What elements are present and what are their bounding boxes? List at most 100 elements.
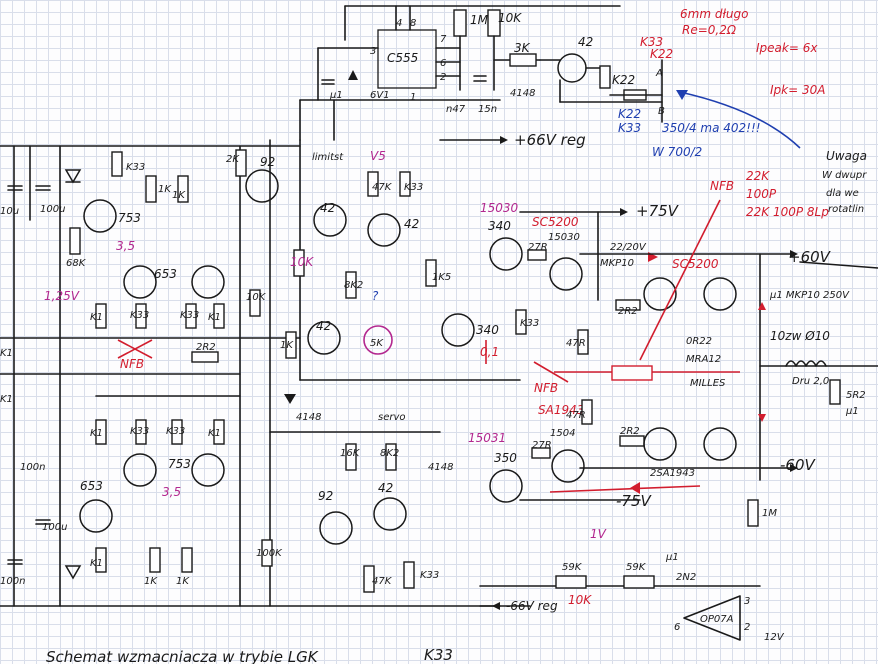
limiter-label: limitst: [312, 152, 344, 163]
transistor-340-b-label: 340: [476, 323, 499, 337]
resistor-k33-b-label: K33: [404, 182, 423, 193]
note-ipeak: Ipeak= 6x: [756, 41, 818, 55]
resistor-k22-label: K22: [612, 73, 635, 87]
transistor-15031-label: 15031: [468, 431, 506, 445]
zener-6v1-label: 6V1: [370, 90, 390, 101]
note-arrow: [679, 91, 801, 149]
opamp-op07a-label: OP07A: [700, 614, 734, 625]
diode-red-icon: [758, 414, 766, 422]
transistor-15030-b-label: 15030: [548, 232, 580, 243]
note-uwaga-line2: W dwupr: [822, 170, 867, 181]
resistor-k33-h-label: K33: [180, 310, 199, 321]
resistor-k33-h: [185, 303, 197, 329]
arrow-icon: [492, 602, 500, 610]
resistor-100k: [261, 539, 273, 567]
pin-label: 1: [410, 92, 416, 103]
note-blue-current: 350/4 ma 402!!!: [662, 121, 761, 135]
resistor-k1-b: [213, 303, 225, 329]
pin-label: 3: [370, 46, 376, 57]
resistor-59k-b: [623, 575, 655, 589]
inductor-coil-label: 10zw Ø10: [770, 329, 830, 343]
transistor-753-bot-label: 753: [168, 457, 191, 471]
diode-4148-b-label: 4148: [296, 412, 321, 423]
resistor-k33-f-label: K33: [420, 570, 439, 581]
transistor-42-b-label: 42: [404, 217, 419, 231]
voltage-1-25v: 1,25V: [44, 289, 80, 303]
note-uwaga: Uwaga: [826, 149, 867, 163]
diode-4148-c-label: 4148: [428, 462, 453, 473]
resistor-1m-b: [747, 499, 759, 527]
cap-mu1-c-label: µ1: [845, 406, 859, 417]
pin-label: 2: [744, 622, 750, 633]
diode-4148-label: 4148: [510, 88, 535, 99]
transistor-pair-top: [191, 265, 225, 299]
pin-label: 3: [744, 596, 750, 607]
resistor-1k5: [425, 259, 437, 287]
cap-100u-label: 100u: [40, 204, 65, 215]
resistor-k1-c-label: K1: [90, 428, 103, 439]
transistor-653-top-label: 653: [154, 267, 177, 281]
resistor-47r-b: [581, 399, 593, 425]
trim-5k-label: 5K: [370, 338, 384, 349]
cap-100n-b-label: 100n: [20, 462, 45, 473]
resistor-10k-b-label: 10K: [290, 255, 314, 269]
resistor-k33-d: [515, 309, 527, 335]
transistor-42-a: [313, 203, 347, 237]
cap-mu1-label: µ1: [329, 90, 343, 101]
resistor-2k-label: 2K: [226, 154, 240, 165]
transistor-42-b: [367, 213, 401, 247]
resistor-10k-red-label: 10K: [568, 593, 592, 607]
resistor-1m-b-label: 1M: [762, 508, 777, 519]
transistor-sa1943-driver: [551, 449, 585, 483]
cap-n47-label: n47: [446, 104, 466, 115]
resistor-47r-a: [577, 329, 589, 355]
resistor-2k: [235, 149, 247, 177]
voltage-3-5-top: 3,5: [116, 239, 135, 253]
transistor-350-label: 350: [494, 451, 517, 465]
cap-22-20v-label: 22/20V: [610, 242, 647, 253]
arrow-icon: [500, 136, 508, 144]
resistor-k33-a-label: K33: [126, 162, 145, 173]
resistor-1k-b: [177, 175, 189, 203]
nfb-label-center: NFB: [534, 381, 558, 395]
resistor-27r-b: [531, 447, 551, 459]
transistor-753-label: 753: [118, 211, 141, 225]
transistor-sc5200-b-label: SC5200: [672, 257, 719, 271]
resistor-2r2-a-label: 2R2: [618, 306, 638, 317]
led-icon: [64, 565, 82, 580]
resistor-k22: [599, 65, 611, 89]
resistor-k1-a: [95, 303, 107, 329]
nfb-label-right: NFB: [710, 179, 734, 193]
pin-label: 6: [440, 58, 446, 69]
pin-label: 6: [674, 622, 680, 633]
transistor-42-top-label: 42: [578, 35, 593, 49]
resistor-k1-d-label: K1: [208, 428, 221, 439]
resistor-1k-c-label: 1K: [280, 340, 294, 351]
servo-stage: 1V 59K 10K 59K µ1 2N2 OP07A 6 3 2 12V -6…: [479, 527, 785, 643]
resistor-k33-a: [111, 151, 123, 177]
resistor-k33-g: [135, 303, 147, 329]
resistor-1k-c: [285, 331, 297, 359]
resistor-47k-b-label: 47K: [372, 576, 393, 587]
resistor-47k-b: [363, 565, 375, 593]
servo-trim-circle: [363, 325, 393, 355]
rail-minus66-label: -66V reg: [506, 599, 558, 613]
pin-label: 8: [410, 18, 416, 29]
resistor-47r-b-label: 47R: [566, 410, 586, 421]
voltage-3-5-bot: 3,5: [162, 485, 181, 499]
transistor-92-bot-label: 92: [318, 489, 333, 503]
caption-k33: K33: [424, 646, 453, 664]
caption-text: Schemat wzmacniacza w trybie LGK: [46, 648, 319, 664]
transistor-42-a-label: 42: [320, 201, 335, 215]
cap-mkp10-label: MKP10: [600, 258, 634, 269]
resistor-68k: [69, 227, 81, 255]
note-blue-k33: K33: [618, 121, 641, 135]
resistor-1k-d: [149, 547, 161, 573]
resistor-10k-top-label: 10K: [498, 11, 522, 25]
resistor-8k2-a: [345, 271, 357, 299]
resistor-8k2-b-label: 8K2: [380, 448, 399, 459]
resistor-k1-c: [95, 419, 107, 445]
resistor-68k-label: 68K: [66, 258, 87, 269]
